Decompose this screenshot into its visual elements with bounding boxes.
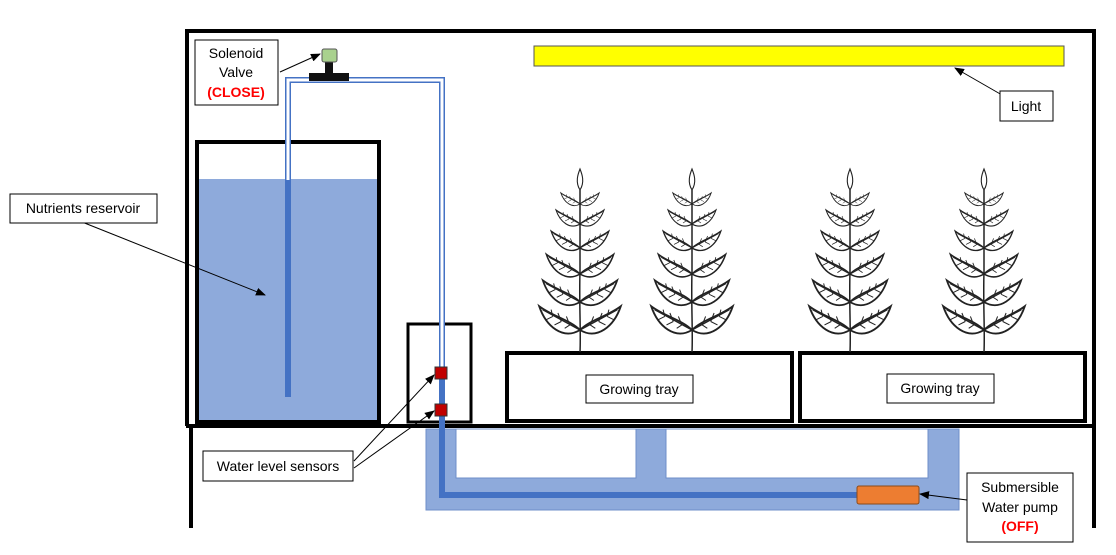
label-light: Light: [999, 90, 1054, 122]
cabinet-frame: [185, 29, 1096, 528]
pump-icon: [856, 485, 920, 505]
svg-text:(CLOSE): (CLOSE): [207, 84, 265, 100]
plant-icon: [539, 169, 621, 352]
sensor-icon: [434, 366, 448, 380]
label-growing-tray-left: Growing tray: [585, 374, 694, 404]
callout-arrows: [81, 53, 1003, 501]
sensor-icon: [434, 403, 448, 417]
svg-text:Submersible: Submersible: [981, 479, 1059, 495]
label-nutrients-reservoir: Nutrients reservoir: [9, 193, 158, 224]
label-submersible-pump: Submersible Water pump (OFF): [966, 472, 1074, 543]
svg-text:(OFF): (OFF): [1001, 518, 1038, 534]
svg-text:Growing tray: Growing tray: [900, 380, 979, 396]
label-growing-tray-right: Growing tray: [886, 373, 995, 404]
svg-text:Light: Light: [1011, 98, 1041, 114]
label-solenoid-valve: Solenoid Valve (CLOSE): [194, 39, 279, 106]
svg-text:Water level sensors: Water level sensors: [217, 458, 339, 474]
svg-text:Valve: Valve: [219, 64, 253, 80]
svg-text:Solenoid: Solenoid: [209, 45, 264, 61]
svg-text:Water pump: Water pump: [982, 499, 1058, 515]
plant-icon: [943, 169, 1025, 352]
plant-icon: [809, 169, 891, 352]
drain-channel: [425, 428, 960, 511]
plant-icon: [651, 169, 733, 352]
solenoid-valve-icon: [309, 48, 349, 81]
svg-text:Nutrients reservoir: Nutrients reservoir: [26, 200, 141, 216]
label-water-level-sensors: Water level sensors: [202, 450, 354, 482]
svg-text:Growing tray: Growing tray: [599, 381, 678, 397]
grow-light: [533, 45, 1065, 67]
